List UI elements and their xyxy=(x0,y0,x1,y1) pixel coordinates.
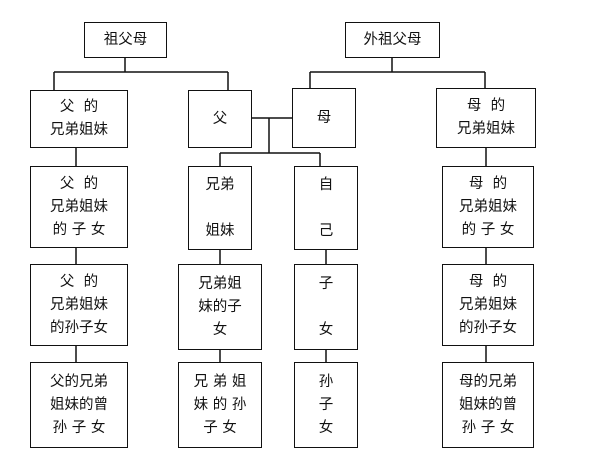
node-label: 父 的 兄弟姐妹 xyxy=(50,99,108,138)
node-self: 自 己 xyxy=(294,166,358,250)
node-mother-siblings-grandchildren: 母 的 兄弟姐妹 的孙子女 xyxy=(442,264,534,346)
node-siblings: 兄弟 姐妹 xyxy=(188,166,252,250)
node-label: 父 xyxy=(212,110,228,127)
node-label: 祖父母 xyxy=(103,31,148,48)
node-label: 外祖父母 xyxy=(363,31,422,48)
node-label: 兄 弟 姐 妹 的 孙 子 女 xyxy=(193,373,247,436)
node-siblings-grandchildren: 兄 弟 姐 妹 的 孙 子 女 xyxy=(178,362,262,448)
node-mother-siblings-great-grandchildren: 母的兄弟 姐妹的曾 孙 子 女 xyxy=(442,362,534,448)
node-label: 兄弟 姐妹 xyxy=(205,176,235,239)
node-paternal-grandparents: 祖父母 xyxy=(84,22,167,58)
node-father-siblings-great-grandchildren: 父的兄弟 姐妹的曾 孙 子 女 xyxy=(30,362,128,448)
node-label: 父 的 兄弟姐妹 的 子 女 xyxy=(50,175,108,238)
node-mother: 母 xyxy=(292,88,356,148)
node-label: 母 的 兄弟姐妹 的 子 女 xyxy=(459,175,517,238)
node-label: 母 的 兄弟姐妹 xyxy=(457,98,515,137)
node-label: 母 xyxy=(316,109,332,126)
node-mother-siblings: 母 的 兄弟姐妹 xyxy=(436,88,536,148)
node-father-siblings-grandchildren: 父 的 兄弟姐妹 的孙子女 xyxy=(30,264,128,346)
node-label: 子 女 xyxy=(318,275,334,338)
node-label: 父 的 兄弟姐妹 的孙子女 xyxy=(50,273,108,336)
node-father-siblings-children: 父 的 兄弟姐妹 的 子 女 xyxy=(30,166,128,248)
node-label: 母 的 兄弟姐妹 的孙子女 xyxy=(459,273,517,336)
node-maternal-grandparents: 外祖父母 xyxy=(345,22,440,58)
node-label: 父的兄弟 姐妹的曾 孙 子 女 xyxy=(50,373,108,436)
node-label: 孙 子 女 xyxy=(318,373,334,436)
node-children: 子 女 xyxy=(294,264,358,350)
node-label: 兄弟姐 妹的子 女 xyxy=(198,275,242,338)
node-father: 父 xyxy=(188,90,252,148)
node-label: 母的兄弟 姐妹的曾 孙 子 女 xyxy=(459,373,517,436)
node-grandchildren: 孙 子 女 xyxy=(294,362,358,448)
node-mother-siblings-children: 母 的 兄弟姐妹 的 子 女 xyxy=(442,166,534,248)
node-siblings-children: 兄弟姐 妹的子 女 xyxy=(178,264,262,350)
node-father-siblings: 父 的 兄弟姐妹 xyxy=(30,90,128,148)
node-label: 自 己 xyxy=(318,176,334,239)
